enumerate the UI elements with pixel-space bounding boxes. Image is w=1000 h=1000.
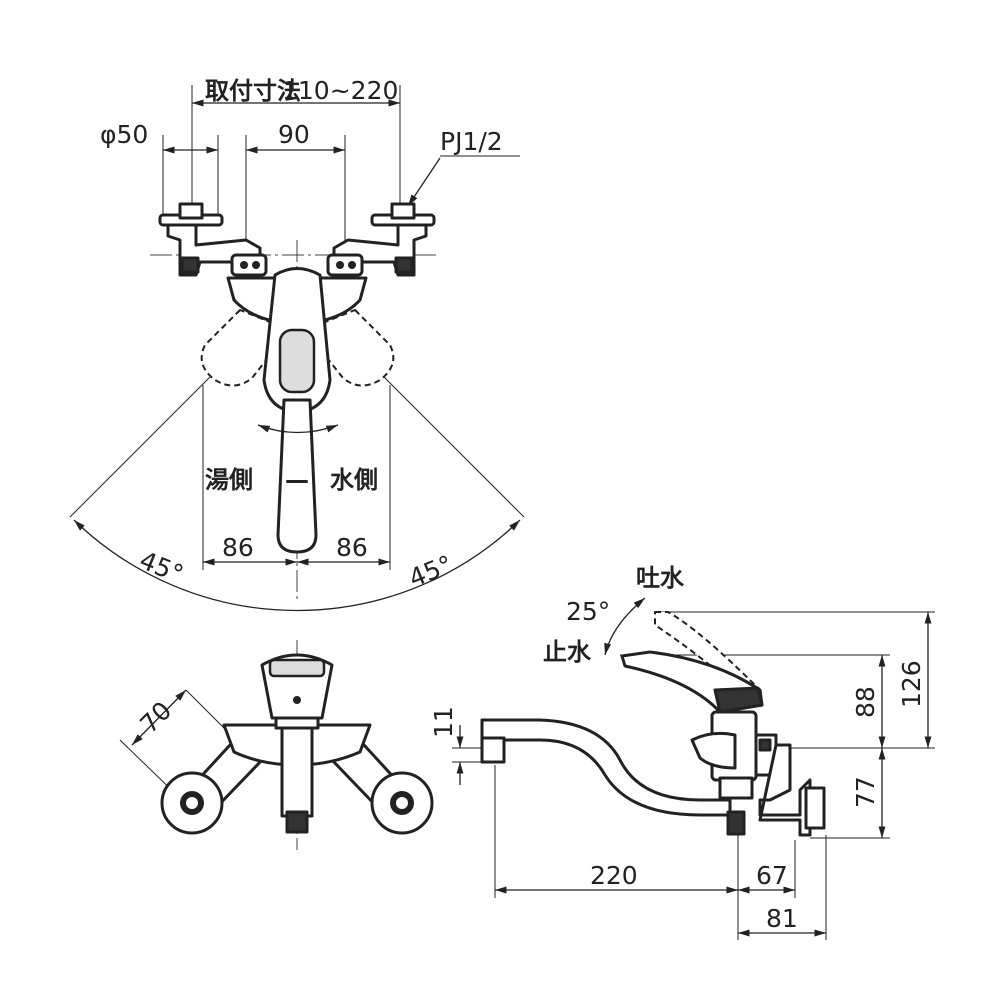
side-aerator	[480, 736, 506, 764]
spout	[276, 398, 318, 554]
left-nut	[178, 202, 204, 220]
right-thread	[394, 256, 414, 274]
center-mark: —	[285, 466, 309, 494]
front-cartridge	[280, 726, 314, 818]
side-body-front	[690, 731, 737, 770]
side-spout-pipe	[480, 718, 732, 817]
depth-label: 70	[134, 696, 177, 739]
right-offset: 86	[336, 533, 368, 562]
left-thread	[180, 256, 200, 274]
top-view: 取付寸法 110~220 φ50 90 PJ1/2 45° 45° 86 86	[69, 76, 525, 612]
body-height: 77	[851, 776, 880, 808]
side-nut	[718, 776, 754, 800]
front-view: 70	[119, 640, 434, 850]
cold-side-label: 水側	[330, 466, 378, 494]
right-union	[326, 253, 364, 277]
stop-label: 止水	[543, 638, 592, 666]
left-union	[230, 253, 268, 277]
hot-side-label: 湯側	[205, 466, 253, 494]
rotation-arc	[73, 519, 521, 612]
wall-offset-label: 67	[756, 861, 788, 890]
spout-on-label: 吐水	[636, 564, 685, 592]
right-angle: 45°	[405, 550, 457, 593]
mount-label: 取付寸法	[205, 77, 301, 105]
front-outlet	[285, 810, 309, 834]
dia-label: φ50	[100, 120, 148, 149]
lever-height: 88	[851, 686, 880, 718]
lever-grip	[278, 328, 316, 394]
side-view: 126 88 77 11 220 67 81 吐水 25° 止水	[429, 564, 935, 940]
ghost-spout-right	[304, 309, 395, 387]
side-outlet	[726, 810, 746, 836]
left-offset: 86	[222, 533, 254, 562]
overall-depth-label: 81	[766, 904, 798, 933]
spacing-label: 90	[278, 120, 310, 149]
total-height: 126	[897, 660, 926, 708]
lever-angle-label: 25°	[566, 597, 610, 626]
right-nut	[390, 202, 416, 220]
spout-height: 11	[429, 706, 458, 738]
thread-label: PJ1/2	[440, 127, 503, 156]
side-wall-connector	[758, 743, 812, 837]
left-angle: 45°	[135, 545, 187, 588]
mount-range: 110~220	[282, 76, 398, 105]
side-wall-nut	[804, 786, 826, 830]
reach-label: 220	[590, 861, 638, 890]
